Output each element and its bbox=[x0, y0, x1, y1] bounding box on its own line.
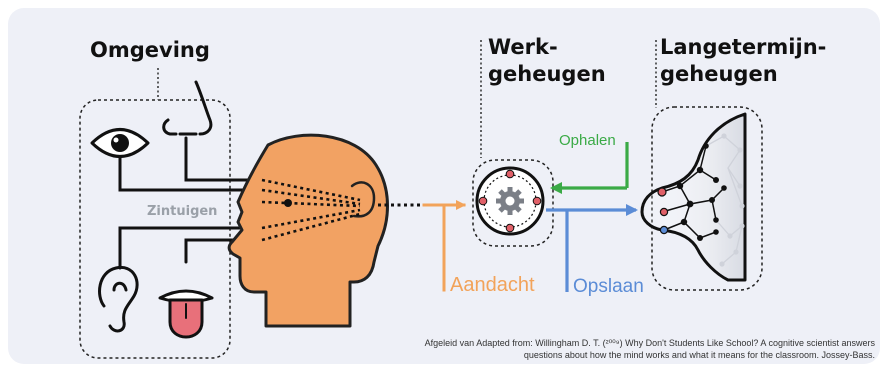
senses-label: Zintuigen bbox=[147, 204, 217, 219]
working-memory-box bbox=[472, 159, 554, 247]
head-icon bbox=[227, 133, 389, 328]
diagram-panel bbox=[8, 8, 880, 364]
citation-line-1: Afgeleid van Adapted from: Willingham D.… bbox=[425, 338, 876, 348]
gear-icon bbox=[496, 187, 524, 215]
attention-label: Aandacht bbox=[450, 274, 535, 296]
title-environment: Omgeving bbox=[90, 38, 210, 62]
store-label: Opslaan bbox=[573, 276, 644, 297]
title-long-term-1: Langetermijn- bbox=[660, 35, 826, 59]
ear-icon bbox=[98, 265, 139, 333]
tongue-icon bbox=[158, 289, 214, 339]
store-arrow bbox=[546, 204, 638, 292]
retrieve-label: Ophalen bbox=[559, 132, 616, 149]
eye-icon bbox=[90, 128, 150, 158]
sense-connectors bbox=[118, 136, 264, 270]
senses-label-bg bbox=[140, 201, 222, 219]
citation-line-2: questions about how the mind works and w… bbox=[524, 350, 875, 360]
nose-icon bbox=[162, 80, 213, 136]
retrieve-arrow bbox=[550, 142, 629, 194]
title-working-memory-2: geheugen bbox=[488, 62, 606, 86]
title-long-term-2: geheugen bbox=[660, 62, 778, 86]
working-memory-unit bbox=[475, 166, 545, 236]
long-term-box bbox=[651, 106, 763, 291]
brain-focus-dot bbox=[284, 199, 292, 207]
title-working-memory-1: Werk- bbox=[488, 35, 558, 59]
attention-arrow bbox=[422, 200, 466, 292]
neuron-network-icon bbox=[640, 112, 747, 282]
